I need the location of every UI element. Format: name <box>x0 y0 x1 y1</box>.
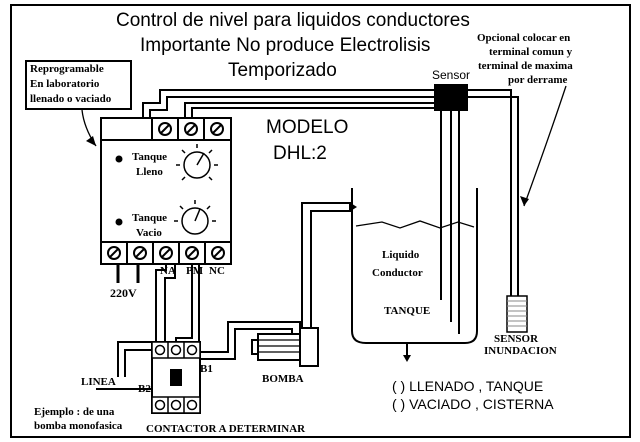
note-box-frame <box>25 60 132 110</box>
model-line1: MODELO <box>266 117 349 138</box>
led-empty <box>115 218 123 226</box>
contactor-to-pump-wiring <box>200 321 301 360</box>
contactor-window <box>170 369 182 386</box>
flood-sensor-cable <box>468 89 519 296</box>
relay-bottom-terminals <box>100 241 232 265</box>
note-box-line1: Reprogramable <box>30 63 104 75</box>
optional-note-arrowhead <box>520 196 529 206</box>
example-line2: bomba monofasica <box>34 420 123 432</box>
knob-full <box>176 144 218 181</box>
optional-note-line3: terminal de maxima <box>478 60 573 72</box>
flood-sensor-label-line1: SENSOR <box>494 333 539 345</box>
optional-note-line2: terminal comun y <box>489 46 573 58</box>
title-line2: Importante No produce Electrolisis <box>140 35 431 56</box>
sensor-label: Sensor <box>432 68 471 82</box>
outer-frame <box>10 4 631 438</box>
tank-label: TANQUE <box>384 305 431 317</box>
contactor-b1-label: B1 <box>200 363 213 375</box>
relay-top-terminals <box>151 117 232 141</box>
knob-empty-label-line1: Tanque <box>132 212 168 224</box>
knob-empty <box>174 200 216 235</box>
note-box-line2: En laboratorio <box>30 78 100 90</box>
discharge-pipe <box>301 202 352 328</box>
tank-outline <box>351 188 478 344</box>
title-line1: Control de nivel para liquidos conductor… <box>116 10 470 31</box>
line-wiring <box>96 341 156 390</box>
title-line3: Temporizado <box>228 60 337 81</box>
contactor-label: CONTACTOR A DETERMINAR <box>146 423 306 435</box>
line-label: LINEA <box>81 376 116 388</box>
optional-note-arrow <box>523 85 567 207</box>
sensor-block <box>434 84 468 111</box>
knob-full-label-line2: Lleno <box>136 166 163 178</box>
knob-full-label-line1: Tanque <box>132 151 168 163</box>
model-line2: DHL:2 <box>273 143 327 164</box>
contactor-b2-label: B2 <box>138 383 151 395</box>
sensor-cable <box>142 89 434 118</box>
power-legs <box>116 264 140 283</box>
contactor-terminals <box>151 341 201 414</box>
flood-sensor <box>506 295 528 333</box>
option-empty: ( ) VACIADO , CISTERNA <box>392 396 554 412</box>
pump-label: BOMBA <box>262 373 304 385</box>
pump <box>251 327 319 367</box>
example-line1: Ejemplo : de una <box>34 406 115 418</box>
option-fill: ( ) LLENADO , TANQUE <box>392 378 544 394</box>
optional-note-line4: por derrame <box>508 74 568 86</box>
knob-empty-label-line2: Vacio <box>136 227 162 239</box>
liquid-surface <box>355 220 475 229</box>
note-box-line3: llenado o vaciado <box>30 93 112 105</box>
relay-body <box>100 117 232 265</box>
led-full <box>115 155 123 163</box>
liquid-label-line1: Liquido <box>382 249 420 261</box>
terminal-pm-label: PM <box>186 265 204 277</box>
terminal-nc-label: NC <box>209 265 225 277</box>
optional-note-line1: Opcional colocar en <box>477 32 571 44</box>
box-note-arrowhead <box>86 136 96 146</box>
liquid-label-line2: Conductor <box>372 267 423 279</box>
flood-sensor-label-line2: INUNDACION <box>484 345 557 357</box>
power-label: 220V <box>110 286 137 300</box>
terminal-na-label: NA <box>160 265 176 277</box>
